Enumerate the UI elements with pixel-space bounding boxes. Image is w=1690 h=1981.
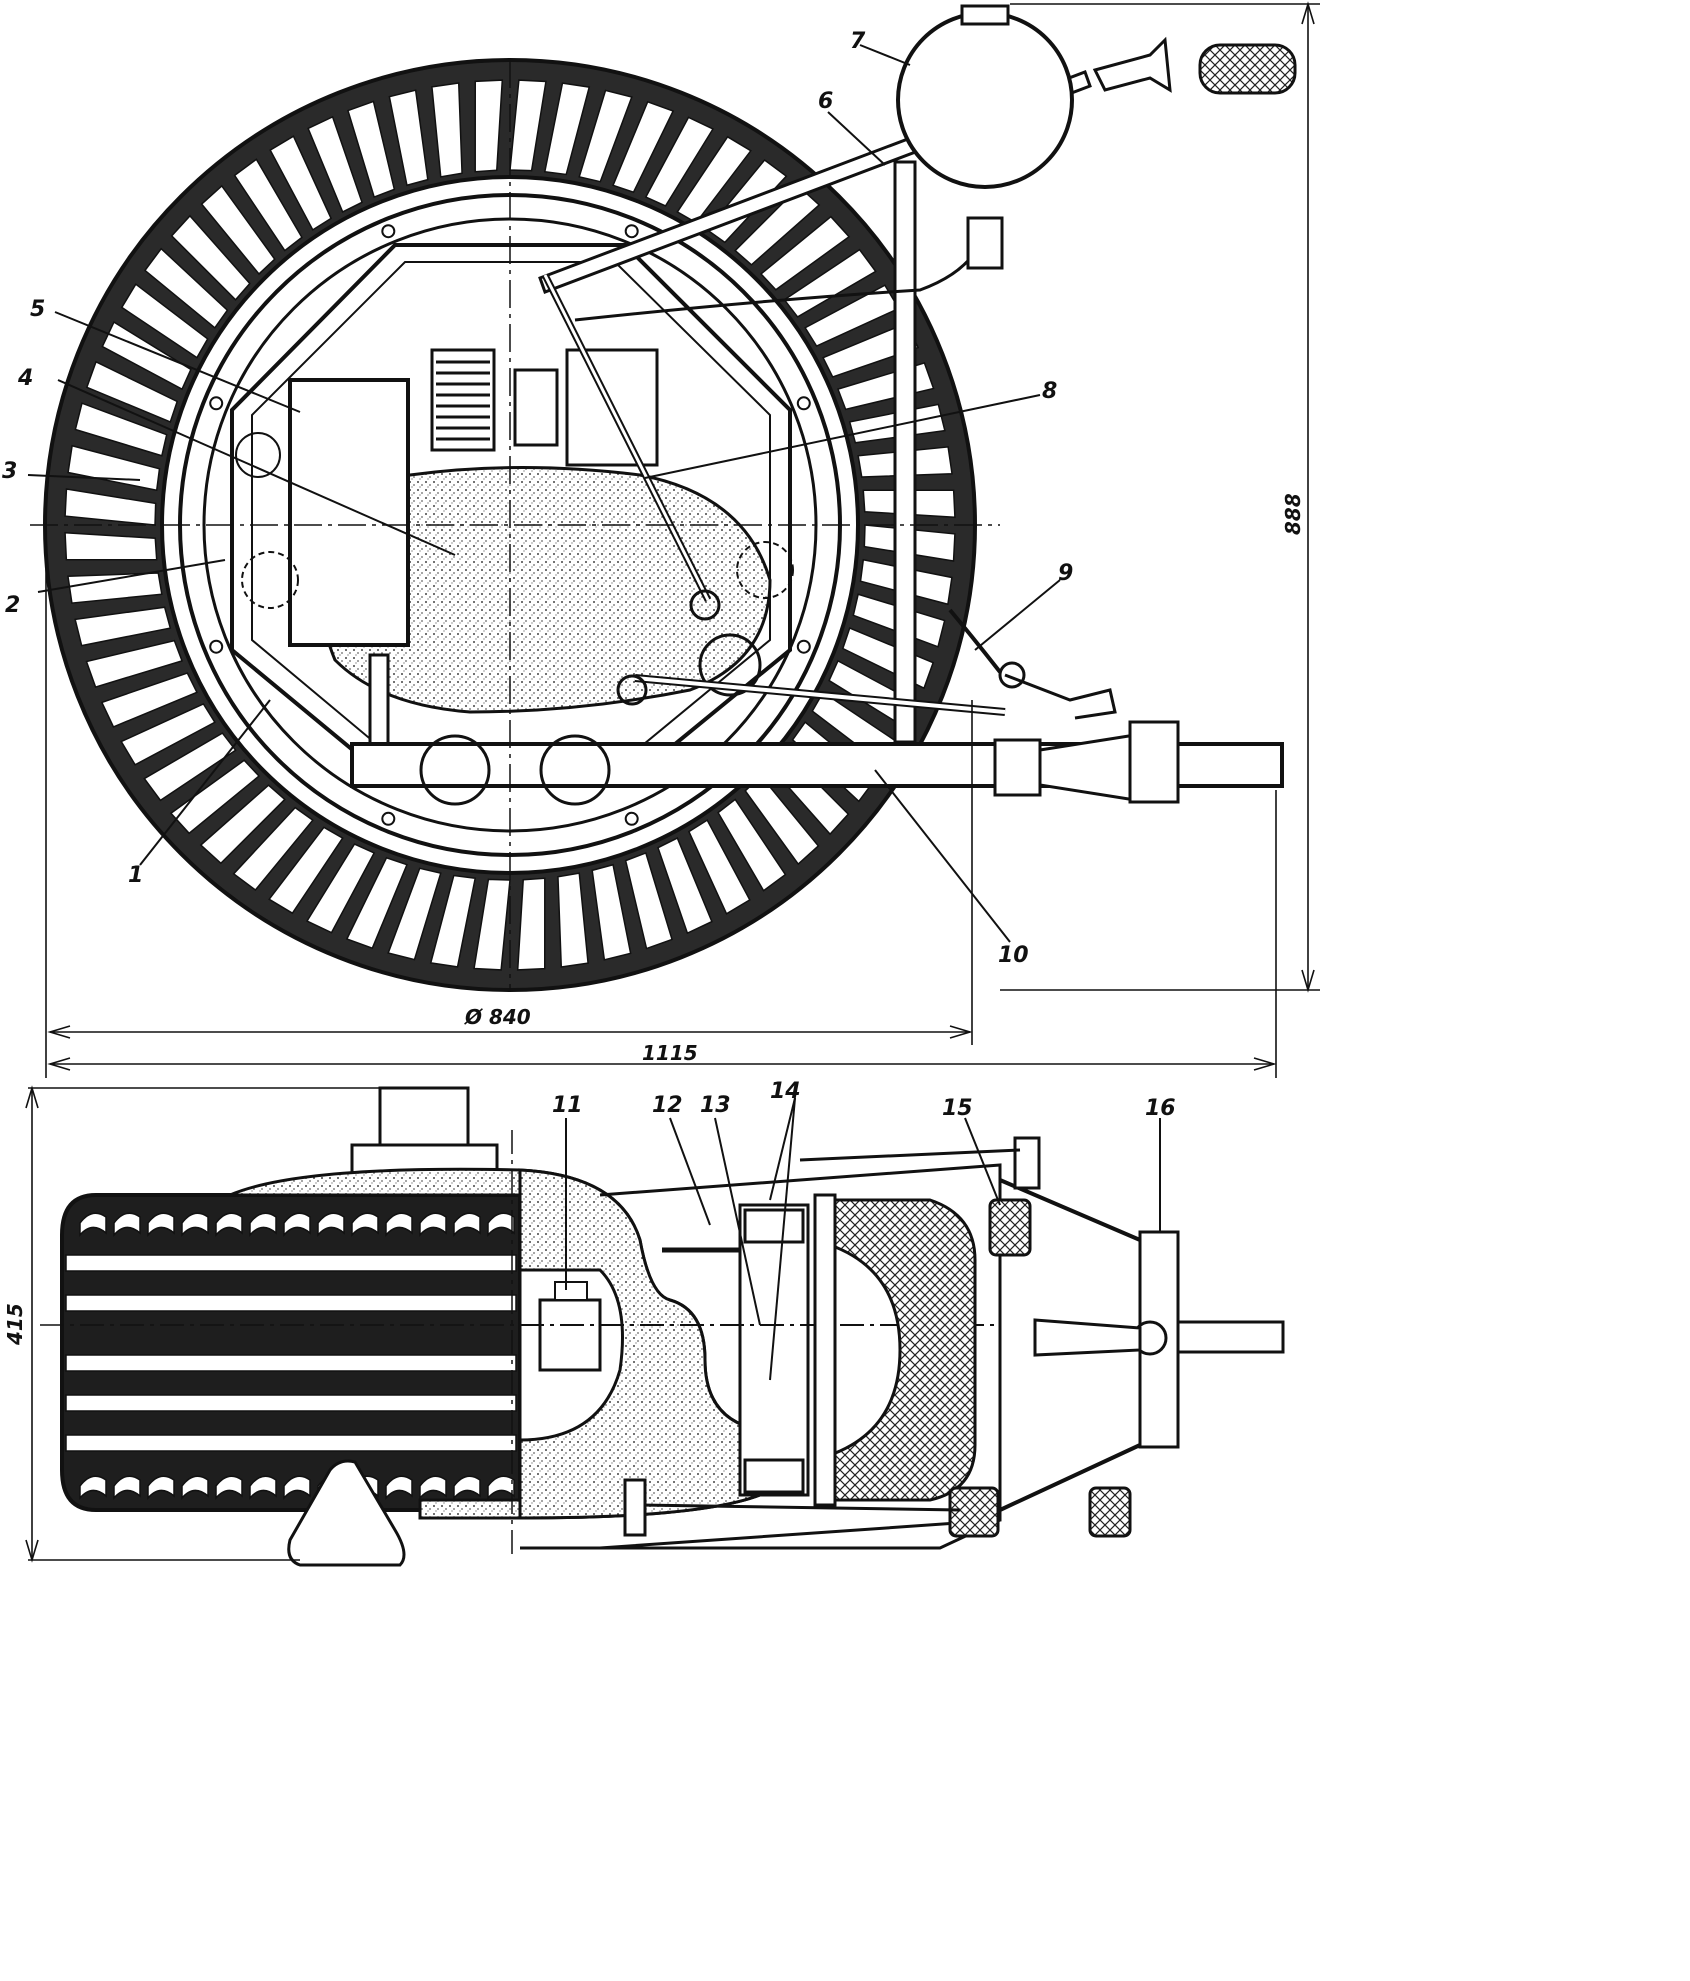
callout-5: 5 <box>30 297 45 322</box>
dim-height: 888 <box>1281 493 1305 535</box>
dim-width: 415 <box>3 1303 27 1346</box>
callouts-bottom: 11 12 13 14 15 16 <box>552 1079 1176 1121</box>
cylinder <box>430 348 496 452</box>
callout-9: 9 <box>1058 561 1073 586</box>
plan-stand <box>287 1459 406 1567</box>
dimensions-bottom <box>25 1085 380 1563</box>
fuel-box <box>288 378 410 647</box>
callout-14: 14 <box>770 1079 801 1104</box>
rim-bolts <box>209 224 811 826</box>
callout-16: 16 <box>1145 1096 1176 1121</box>
callout-8: 8 <box>1042 379 1057 404</box>
callout-1: 1 <box>128 863 143 888</box>
magneto <box>565 348 659 467</box>
callout-7: 7 <box>850 29 866 54</box>
callout-12: 12 <box>652 1093 683 1118</box>
technical-drawing: 1 2 3 4 5 6 7 8 9 10 Ø 840 1115 888 <box>2 1 1320 1567</box>
ignition-coil <box>513 368 559 447</box>
plan-seat <box>828 1198 977 1502</box>
callout-15: 15 <box>942 1096 973 1121</box>
callout-4: 4 <box>17 366 33 391</box>
side-view <box>30 4 1297 992</box>
leader-lines-bottom <box>565 1097 1161 1381</box>
plan-tyre-block <box>60 1193 522 1512</box>
leader-lines-top <box>27 44 1061 943</box>
callout-3: 3 <box>2 459 17 484</box>
callouts-top: 1 2 3 4 5 6 7 8 9 10 <box>2 29 1073 968</box>
dim-length: 1115 <box>642 1041 698 1065</box>
fuel-tank <box>896 11 1074 189</box>
callout-10: 10 <box>998 943 1029 968</box>
callout-6: 6 <box>818 89 833 114</box>
callout-2: 2 <box>5 593 20 618</box>
tyre-tread <box>64 79 956 971</box>
callout-11: 11 <box>552 1093 583 1118</box>
hand-grip <box>1198 43 1297 95</box>
dim-diameter: Ø 840 <box>464 1005 531 1029</box>
callout-13: 13 <box>700 1093 731 1118</box>
dimensions-top <box>45 1 1320 1078</box>
